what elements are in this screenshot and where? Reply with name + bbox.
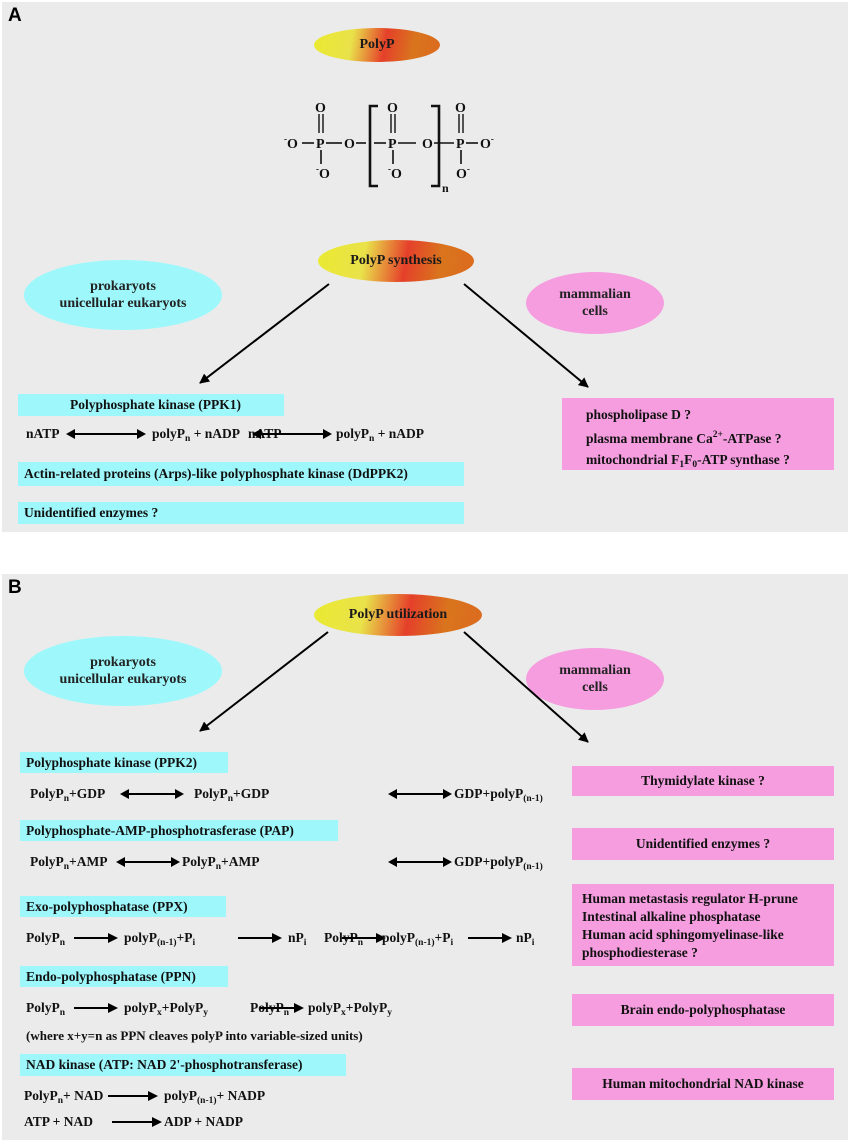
- ppk2-label: Polyphosphate kinase (PPK2): [20, 752, 228, 773]
- prokaryote-label-line1: prokaryots: [90, 279, 156, 294]
- svg-text:O: O: [455, 101, 466, 116]
- prokaryote-oval-b: prokaryots unicellular eukaryots: [24, 636, 222, 706]
- forward-arrow-icon: [238, 933, 282, 943]
- mammal-label-line2: cells: [582, 304, 608, 319]
- polyp-title: PolyP: [359, 37, 395, 52]
- panel-a-letter: A: [8, 5, 22, 26]
- ppk1-reaction: nATP: [26, 426, 60, 441]
- arrow-to-mammal-a: [463, 283, 589, 388]
- synthesis-arrows: [199, 283, 589, 388]
- ppx-label: Exo-polyphosphatase (PPX): [20, 896, 226, 917]
- forward-arrow-icon: [342, 933, 386, 943]
- ppx-reaction: PolyPn: [26, 930, 66, 948]
- forward-arrow-icon: [108, 1091, 158, 1101]
- ppn-reaction: PolyPn: [26, 1000, 66, 1018]
- svg-text:P: P: [316, 137, 325, 152]
- prokaryote-label-line2: unicellular eukaryots: [59, 296, 187, 311]
- thymidylate-kinase-box: Thymidylate kinase ?: [572, 766, 834, 796]
- polyp-synthesis-oval: PolyP synthesis: [318, 240, 474, 282]
- svg-text:O-: O-: [456, 164, 470, 182]
- mammal-oval-b: mammalian cells: [526, 648, 664, 710]
- forward-arrow-icon: [468, 933, 512, 943]
- forward-arrow-icon: [260, 1003, 304, 1013]
- svg-text:P: P: [456, 137, 465, 152]
- reversible-arrow-icon: [116, 857, 180, 867]
- utilization-arrows: [199, 631, 589, 743]
- forward-arrow-icon: [74, 933, 118, 943]
- svg-text:-O: -O: [316, 164, 330, 182]
- molecule-o-left: O: [287, 137, 298, 152]
- reversible-arrow-icon: [66, 429, 146, 439]
- nadk-reaction-1: PolyPn+ NAD: [24, 1088, 104, 1106]
- pap-reaction: PolyPn+AMP: [30, 854, 108, 872]
- svg-text:O: O: [387, 101, 398, 116]
- svg-text:-O: -O: [284, 134, 298, 152]
- svg-text:O: O: [315, 101, 326, 116]
- mammal-synthesis-box: phospholipase D ? plasma membrane Ca2+-A…: [562, 398, 834, 470]
- pap-label: Polyphosphate-AMP-phosphotrasferase (PAP…: [20, 820, 338, 841]
- ppn-note: (where x+y=n as PPN cleaves polyP into v…: [26, 1028, 363, 1043]
- unidentified-label-a: Unidentified enzymes ?: [18, 502, 464, 524]
- forward-arrow-icon: [112, 1117, 162, 1127]
- polyp-utilization-title: PolyP utilization: [348, 607, 448, 622]
- svg-text:n: n: [442, 181, 449, 195]
- ppn-label: Endo-polyphosphatase (PPN): [20, 966, 228, 987]
- polyp-structure: -O P O -O O P O -O n O P: [284, 101, 494, 195]
- arrow-to-prokaryote-a: [199, 283, 330, 384]
- prokaryote-oval-a: prokaryots unicellular eukaryots: [24, 260, 222, 330]
- nadk-reaction-2: ATP + NAD: [24, 1114, 93, 1129]
- human-nadk-box: Human mitochondrial NAD kinase: [572, 1068, 834, 1100]
- unidentified-box-b: Unidentified enzymes ?: [572, 828, 834, 860]
- polyp-utilization-oval: PolyP utilization: [314, 594, 482, 636]
- svg-text:O: O: [344, 137, 355, 152]
- svg-text:-O: -O: [388, 164, 402, 182]
- nadk-label: NAD kinase (ATP: NAD 2'-phosphotransfera…: [20, 1054, 346, 1076]
- polyp-title-oval: PolyP: [314, 28, 440, 62]
- reversible-arrow-icon: [388, 857, 452, 867]
- ppk2-reaction: PolyPn+GDP: [30, 786, 106, 804]
- svg-text:O: O: [422, 137, 433, 152]
- ppk1-label: Polyphosphate kinase (PPK1): [18, 394, 284, 416]
- mammal-oval-a: mammalian cells: [526, 272, 664, 334]
- svg-text:P: P: [388, 137, 397, 152]
- reversible-arrow-icon: [388, 789, 452, 799]
- forward-arrow-icon: [74, 1003, 118, 1013]
- svg-text:O-: O-: [480, 134, 494, 152]
- brain-endo-box: Brain endo-polyphosphatase: [572, 994, 834, 1026]
- reversible-arrow-icon: [120, 789, 184, 799]
- polyp-synthesis-title: PolyP synthesis: [350, 253, 442, 268]
- mammal-label-line1: mammalian: [559, 287, 631, 302]
- panel-a: A PolyP -O P O -O O P O -O: [2, 2, 848, 532]
- hprune-box: Human metastasis regulator H-prune Intes…: [572, 884, 834, 966]
- arps-label: Actin-related proteins (Arps)-like polyp…: [18, 462, 464, 486]
- panel-b-letter: B: [8, 577, 22, 598]
- reversible-arrow-icon: [252, 429, 332, 439]
- panel-b: B PolyP utilization prokaryots unicellul…: [2, 574, 848, 1140]
